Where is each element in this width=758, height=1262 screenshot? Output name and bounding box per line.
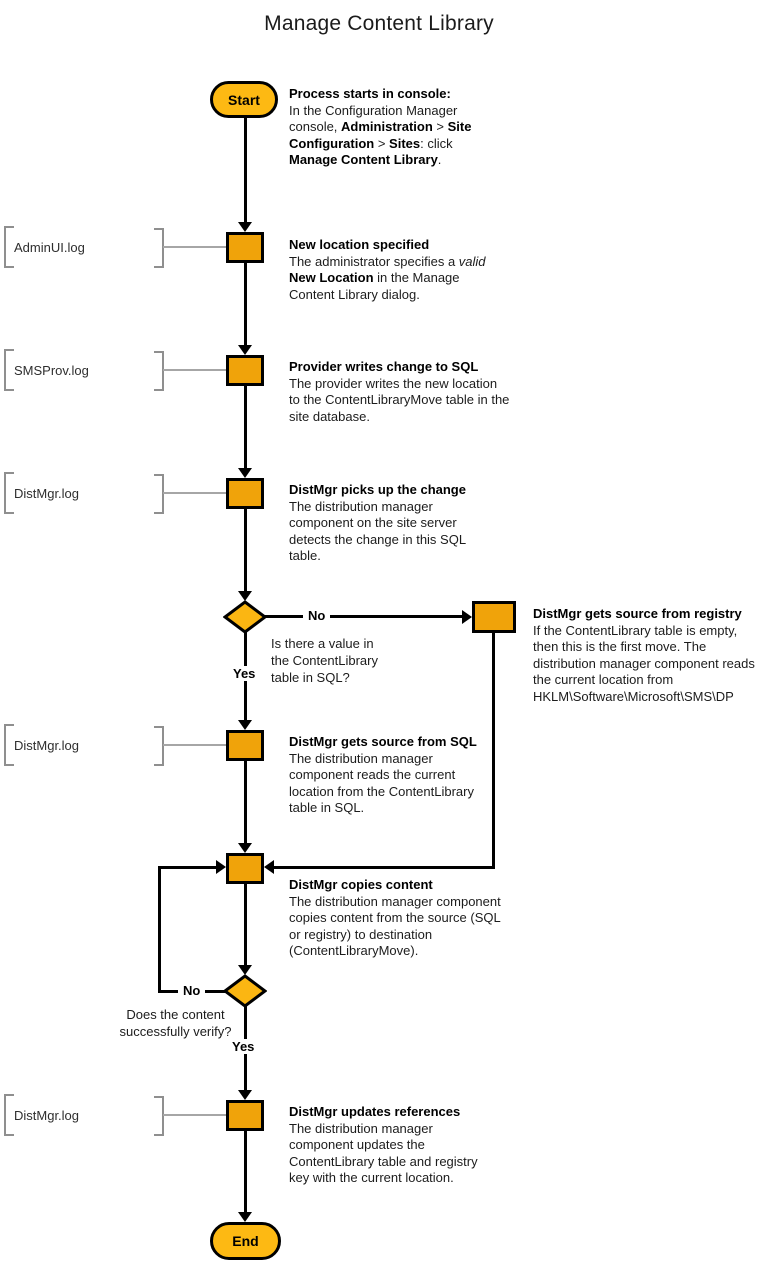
decision-diamond-verify	[223, 974, 267, 1008]
decision1-question: Is there a value in the ContentLibrary t…	[271, 636, 378, 685]
log-label-smsprov: SMSProv.log	[14, 363, 89, 378]
connector-box4-to-box5	[244, 760, 247, 844]
connector-box3-to-decision1	[244, 509, 247, 592]
process-box-distmgr-picks	[226, 478, 264, 509]
arrowhead-into-registry-box	[462, 610, 472, 624]
note-registry-heading: DistMgr gets source from registry	[533, 606, 742, 621]
arrowhead-box3	[238, 468, 252, 478]
note-start-body: In the Configuration Manager console, Ad…	[289, 102, 472, 168]
process-box-registry	[472, 601, 516, 633]
log-bracket-right-5	[154, 1096, 164, 1136]
decision2-question: Does the content successfully verify?	[119, 1007, 232, 1039]
start-node: Start	[210, 81, 278, 118]
connector-registry-to-copies	[274, 866, 494, 869]
log-bracket-left-4	[4, 724, 14, 766]
connector-no-branch	[264, 615, 462, 618]
diagram-title: Manage Content Library	[264, 12, 494, 35]
note-from-sql: DistMgr gets source from SQL The distrib…	[289, 734, 484, 817]
log-bracket-left-2	[4, 349, 14, 391]
arrowhead-box4	[238, 720, 252, 730]
connector-no-loop-top	[159, 866, 217, 869]
decision1-no-label: No	[303, 608, 331, 623]
note-provider-writes-body: The provider writes the new location to …	[289, 375, 510, 424]
log-connector-4	[163, 744, 226, 746]
connector-registry-down	[492, 633, 495, 869]
note-from-sql-heading: DistMgr gets source from SQL	[289, 734, 477, 749]
arrowhead-decision1	[238, 591, 252, 601]
note-updates: DistMgr updates references The distribut…	[289, 1104, 499, 1187]
log-connector-5	[163, 1114, 226, 1116]
note-distmgr-picks: DistMgr picks up the change The distribu…	[289, 482, 479, 565]
connector-box5-to-decision2	[244, 884, 247, 966]
log-bracket-right-4	[154, 726, 164, 766]
log-label-distmgr-2: DistMgr.log	[14, 738, 80, 753]
arrowhead-end	[238, 1212, 252, 1222]
arrowhead-box2	[238, 345, 252, 355]
note-new-location: New location specified The administrator…	[289, 237, 501, 303]
note-new-location-heading: New location specified	[289, 237, 430, 252]
end-node: End	[210, 1222, 281, 1260]
connector-box6-to-end	[244, 1130, 247, 1213]
note-start: Process starts in console: In the Config…	[289, 86, 485, 169]
decision2-yes-label: Yes	[227, 1039, 260, 1054]
note-provider-writes: Provider writes change to SQL The provid…	[289, 359, 511, 425]
note-updates-body: The distribution manager component updat…	[289, 1120, 478, 1186]
arrowhead-into-copies-left	[216, 860, 226, 874]
log-bracket-right-3	[154, 474, 164, 514]
log-bracket-right-1	[154, 228, 164, 268]
start-label: Start	[228, 91, 260, 108]
arrowhead-box5	[238, 843, 252, 853]
log-connector-3	[163, 492, 226, 494]
decision1-yes-label: Yes	[228, 666, 261, 681]
log-connector-1	[163, 246, 226, 248]
note-copies-body: The distribution manager component copie…	[289, 893, 501, 959]
note-registry: DistMgr gets source from registry If the…	[533, 606, 758, 705]
log-bracket-left-5	[4, 1094, 14, 1136]
connector-no-loop-vertical	[158, 866, 161, 993]
note-updates-heading: DistMgr updates references	[289, 1104, 461, 1119]
process-box-copies	[226, 853, 264, 884]
log-label-distmgr-3: DistMgr.log	[14, 1108, 80, 1123]
log-bracket-left-3	[4, 472, 14, 514]
log-bracket-right-2	[154, 351, 164, 391]
log-bracket-left-1	[4, 226, 14, 268]
arrowhead-box1	[238, 222, 252, 232]
process-box-from-sql	[226, 730, 264, 761]
note-copies: DistMgr copies content The distribution …	[289, 877, 504, 960]
log-connector-2	[163, 369, 226, 371]
connector-box1-to-box2	[244, 263, 247, 346]
note-registry-body: If the ContentLibrary table is empty, th…	[533, 622, 755, 704]
note-distmgr-picks-heading: DistMgr picks up the change	[289, 482, 466, 497]
arrowhead-into-copies-right	[264, 860, 274, 874]
log-label-adminui: AdminUI.log	[14, 240, 85, 255]
connector-start-to-box1	[244, 116, 247, 223]
note-start-heading: Process starts in console:	[289, 86, 451, 101]
note-copies-heading: DistMgr copies content	[289, 877, 433, 892]
arrowhead-decision2	[238, 965, 252, 975]
process-box-new-location	[226, 232, 264, 263]
decision-diamond-contentlibrary	[223, 600, 267, 634]
note-from-sql-body: The distribution manager component reads…	[289, 750, 474, 816]
decision2-no-label: No	[178, 983, 206, 998]
end-label: End	[232, 1233, 259, 1249]
arrowhead-box6	[238, 1090, 252, 1100]
log-label-distmgr-1: DistMgr.log	[14, 486, 80, 501]
process-box-updates	[226, 1100, 264, 1131]
connector-box2-to-box3	[244, 386, 247, 469]
note-distmgr-picks-body: The distribution manager component on th…	[289, 498, 466, 564]
note-provider-writes-heading: Provider writes change to SQL	[289, 359, 479, 374]
note-new-location-body: The administrator specifies a valid New …	[289, 253, 486, 302]
process-box-provider-writes	[226, 355, 264, 386]
